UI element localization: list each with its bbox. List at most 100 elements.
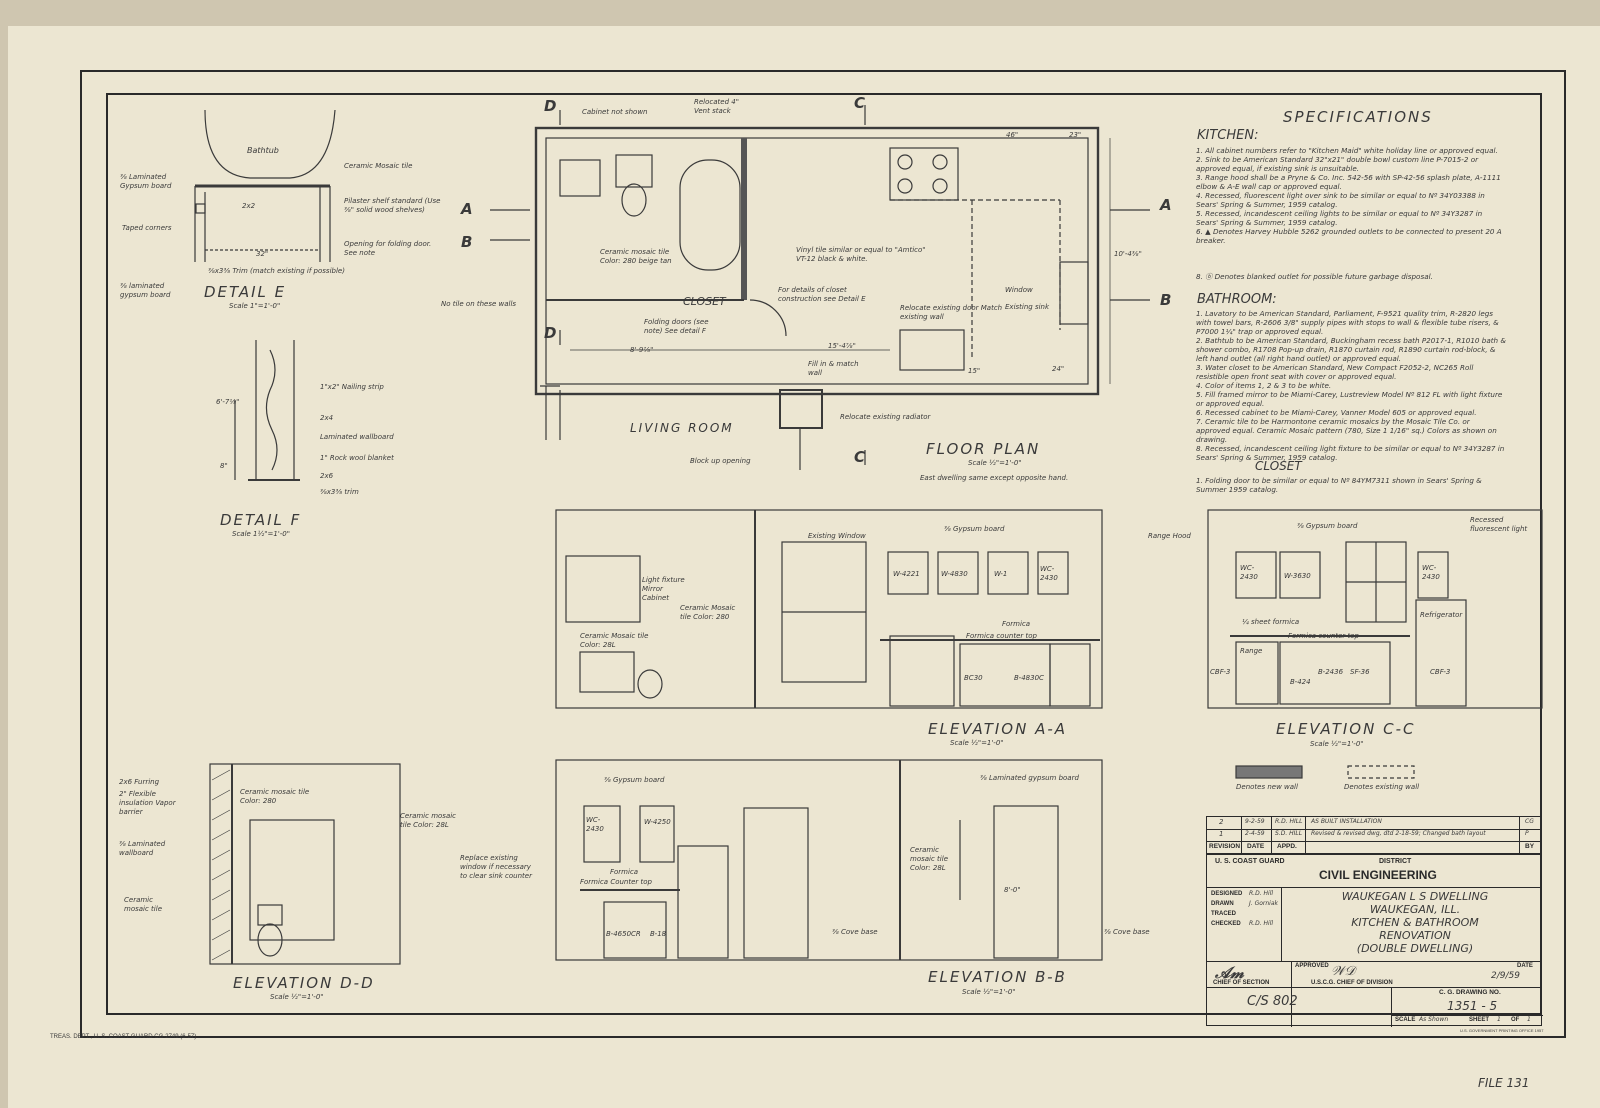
elevation-aa-scale: Scale ½"=1'-0" bbox=[950, 739, 1004, 747]
section-mark-c: C bbox=[854, 94, 866, 112]
cc-range-hood: Range Hood bbox=[1148, 532, 1191, 540]
scale-value: As Shown bbox=[1419, 1016, 1449, 1023]
elevation-cc-scale: Scale ½"=1'-0" bbox=[1310, 740, 1364, 748]
detail-f-dim2: 8" bbox=[220, 462, 228, 470]
cc-range: Range bbox=[1240, 647, 1263, 655]
elevation-dd-scale: Scale ½"=1'-0" bbox=[270, 993, 324, 1001]
floor-plan-scale: Scale ½"=1'-0" bbox=[968, 459, 1022, 467]
revision-date: 9-2-59 bbox=[1245, 818, 1265, 825]
detail-e-lam-gypsum: ⅜ laminated gypsum board bbox=[120, 282, 171, 299]
elevation-bb-title: ELEVATION B-B bbox=[928, 968, 1067, 986]
project-title-line: RENOVATION bbox=[1379, 929, 1451, 942]
spec-item: 1. Lavatory to be American Standard, Par… bbox=[1196, 309, 1499, 336]
detail-e-taped: Taped corners bbox=[122, 224, 172, 232]
outer-border bbox=[80, 70, 1566, 1038]
spec-item: 1. Folding door to be similar or equal t… bbox=[1196, 476, 1482, 494]
plan-closet-details: For details of closet construction see D… bbox=[778, 286, 866, 303]
form-number: TREAS. DEPT., U. S. COAST GUARD CG-2749 … bbox=[50, 1034, 197, 1040]
kitchen-spec-list: 1. All cabinet numbers refer to "Kitchen… bbox=[1196, 146, 1506, 245]
drawing-no-label: C. G. DRAWING NO. bbox=[1439, 989, 1501, 996]
bb-replace-window: Replace existing window if necessary to … bbox=[460, 854, 532, 880]
sheet-label: SHEET bbox=[1469, 1017, 1490, 1023]
spec-item: 1. All cabinet numbers refer to "Kitchen… bbox=[1196, 146, 1498, 155]
cc-cabinet: CBF-3 bbox=[1430, 668, 1451, 676]
aa-cabinet: B-4830C bbox=[1014, 674, 1044, 682]
floor-plan-note: East dwelling same except opposite hand. bbox=[920, 474, 1069, 482]
plan-vent-note: Relocated 4" Vent stack bbox=[694, 98, 739, 115]
plan-existing-sink: Existing sink bbox=[1005, 303, 1050, 311]
section-chief-signature: 𝒜𝓂 bbox=[1215, 963, 1244, 982]
aa-cabinet: W-4221 bbox=[893, 570, 920, 578]
revision-appd: S.D. HILL bbox=[1275, 830, 1303, 837]
spec-item: 4. Recessed, fluorescent light over sink… bbox=[1196, 191, 1485, 209]
plan-folding-note: Folding doors (see note) See detail F bbox=[644, 318, 709, 335]
revision-by: CG bbox=[1525, 818, 1534, 825]
project-title-line: KITCHEN & BATHROOM bbox=[1351, 916, 1479, 929]
bathroom-spec-list: 1. Lavatory to be American Standard, Par… bbox=[1196, 309, 1506, 462]
plan-dim: 15" bbox=[968, 367, 981, 375]
date-value: 2/9/59 bbox=[1491, 971, 1520, 981]
section-mark-a: A bbox=[461, 200, 473, 218]
spec-item: 3. Range hood shall be a Pryne & Co. Inc… bbox=[1196, 173, 1501, 191]
dd-insulation: 2" Flexible insulation Vapor barrier bbox=[119, 790, 176, 816]
cc-cabinet: CBF-3 bbox=[1210, 668, 1231, 676]
bb-cabinet: B-4650CR bbox=[606, 930, 641, 938]
revision-header: BY bbox=[1525, 843, 1535, 850]
inner-border bbox=[106, 93, 1542, 1015]
designed-label: DESIGNED bbox=[1211, 891, 1243, 897]
elevation-bb-scale: Scale ½"=1'-0" bbox=[962, 988, 1016, 996]
revision-desc: Revised & revised dwg, dtd 2-18-59; Chan… bbox=[1311, 830, 1486, 837]
aa-cabinet: W-1 bbox=[994, 570, 1008, 578]
aa-light-fixture: Light fixture Mirror Cabinet bbox=[642, 576, 685, 602]
aa-tile-281: Ceramic Mosaic tile Color: 28L bbox=[580, 632, 649, 649]
cc-formica-sheet: ¼ sheet formica bbox=[1242, 618, 1300, 626]
spec-item: 4. Color of items 1, 2 & 3 to be white. bbox=[1196, 381, 1332, 390]
elevation-cc-title: ELEVATION C-C bbox=[1276, 720, 1416, 738]
detail-e-scale: Scale 1"=1'-0" bbox=[229, 302, 281, 310]
of-label: OF bbox=[1511, 1017, 1520, 1023]
bb-laminated: ⅜ Laminated gypsum board bbox=[980, 774, 1079, 782]
project-title-line: WAUKEGAN, ILL. bbox=[1369, 903, 1461, 916]
aa-existing-window: Existing Window bbox=[808, 532, 866, 540]
plan-dim: 23" bbox=[1069, 131, 1082, 139]
cs-number: C/S 802 bbox=[1247, 994, 1298, 1009]
revision-num: 1 bbox=[1219, 830, 1224, 838]
cc-cabinet: B-2436 bbox=[1318, 668, 1344, 676]
plan-dim: 46" bbox=[1006, 131, 1019, 139]
drawing-sheet bbox=[8, 26, 1600, 1108]
revision-desc: AS BUILT INSTALLATION bbox=[1311, 818, 1382, 825]
aa-formica: Formica bbox=[1002, 620, 1031, 628]
aa-counter: Formica counter top bbox=[966, 632, 1037, 640]
bb-cove-base: ⅜ Cove base bbox=[832, 928, 878, 936]
revision-appd: R.D. HILL bbox=[1275, 818, 1303, 825]
detail-f-2x4: 2x4 bbox=[320, 414, 334, 422]
spec-item: 3. Water closet to be American Standard,… bbox=[1196, 363, 1474, 381]
spec-item: 6. ▲ Denotes Harvey Hubble 5262 grounded… bbox=[1196, 227, 1502, 245]
detail-f-scale: Scale 1½"=1'-0" bbox=[232, 530, 290, 538]
drawn-label: DRAWN bbox=[1211, 901, 1234, 907]
checked-label: CHECKED bbox=[1211, 921, 1241, 927]
section-mark-d: D bbox=[544, 324, 557, 342]
drawn-value: J. Gorniak bbox=[1249, 900, 1278, 907]
agency-label: U. S. COAST GUARD bbox=[1215, 858, 1285, 865]
section-mark-d: D bbox=[544, 97, 557, 115]
aa-cabinet: W-4830 bbox=[941, 570, 968, 578]
division-chief-signature: 𝒲𝒟 bbox=[1331, 964, 1355, 979]
spec-item: 7. Ceramic tile to be Harmontone ceramic… bbox=[1196, 417, 1497, 444]
dd-tile-28l: Ceramic mosaic tile Color: 28L bbox=[400, 812, 457, 829]
spec-item: 2. Sink to be American Standard 32"x21" … bbox=[1196, 155, 1479, 173]
detail-e-ceramic: Ceramic Mosaic tile bbox=[344, 162, 413, 170]
detail-f-nailing: 1"x2" Nailing strip bbox=[320, 383, 384, 391]
plan-radiator-note: Relocate existing radiator bbox=[840, 413, 931, 421]
spec-item: 6. Recessed cabinet to be Miami-Carey, V… bbox=[1196, 408, 1477, 417]
plan-dim: 10'-4⅜" bbox=[1114, 250, 1142, 258]
bathroom-heading: BATHROOM: bbox=[1197, 292, 1277, 307]
drawing-number: 1351 - 5 bbox=[1447, 999, 1498, 1013]
section-mark-b: B bbox=[461, 233, 473, 251]
revision-table: 2 9-2-59 R.D. HILL AS BUILT INSTALLATION… bbox=[1206, 816, 1542, 854]
dd-laminated: ⅜ Laminated wallboard bbox=[119, 840, 166, 857]
cc-gypsum: ⅜ Gypsum board bbox=[1297, 522, 1358, 530]
elevation-aa-title: ELEVATION A-A bbox=[928, 720, 1068, 738]
plan-dim: 8'-9⅞" bbox=[630, 346, 654, 354]
